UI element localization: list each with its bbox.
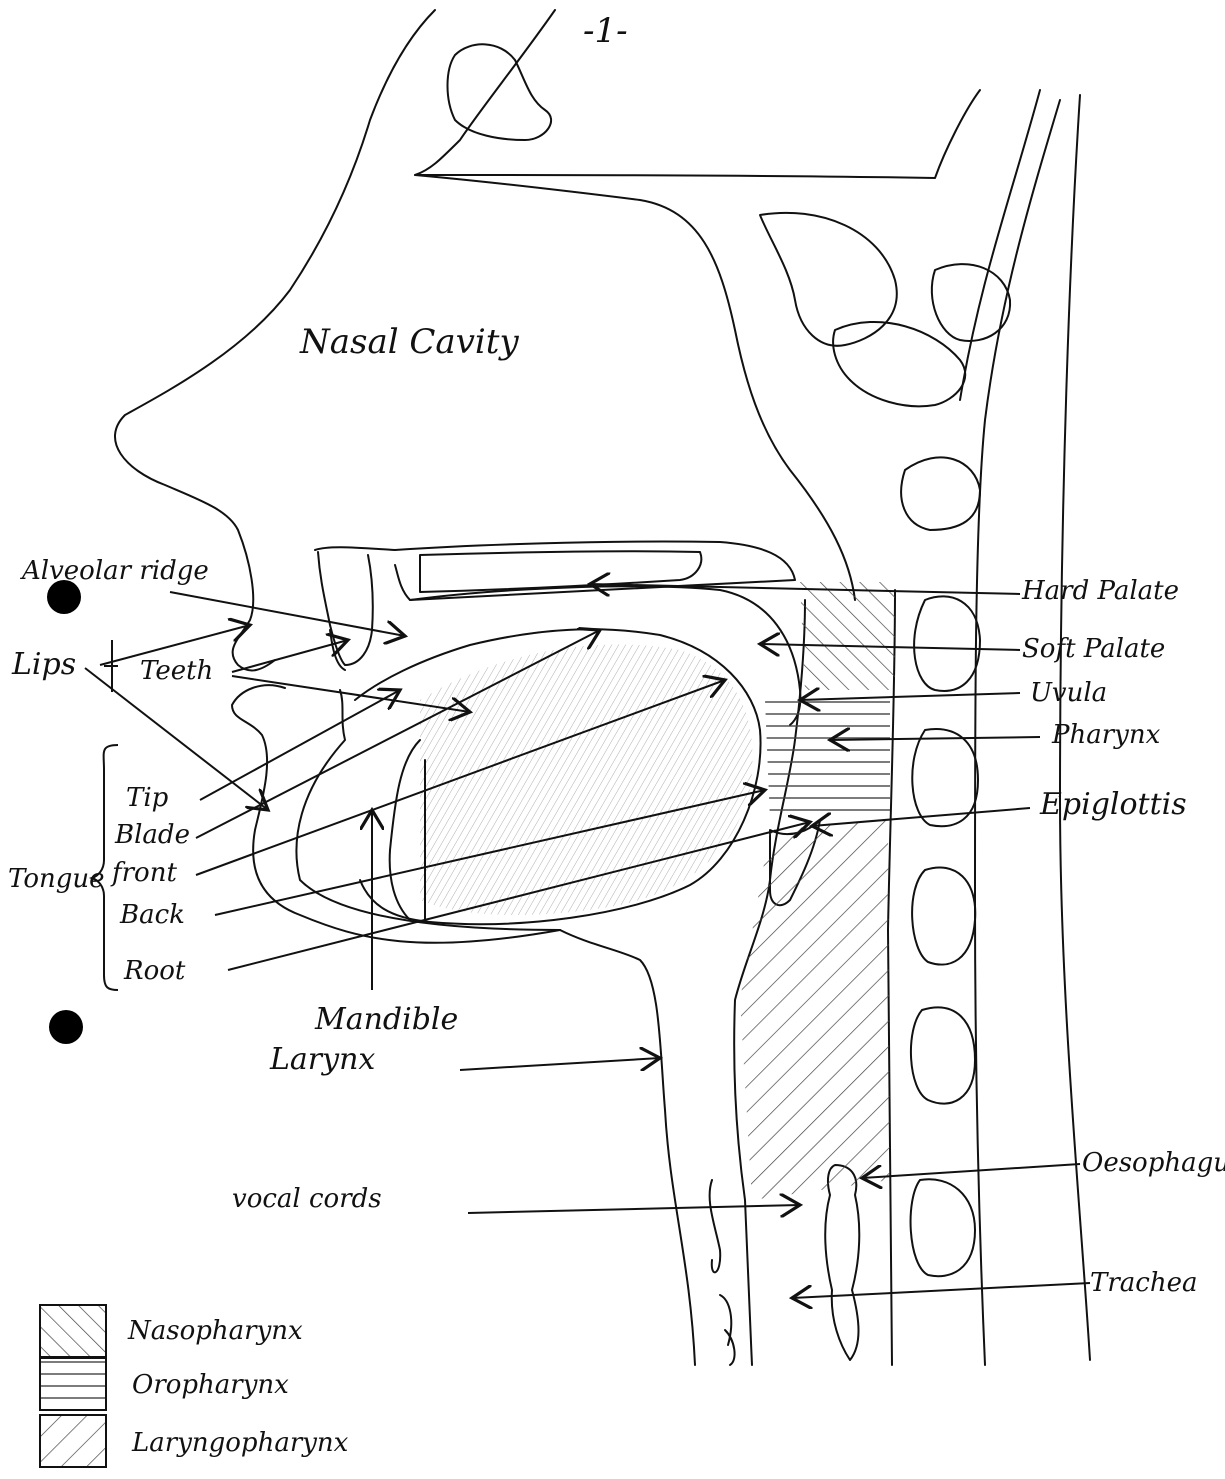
arrow-trachea	[792, 1283, 1090, 1298]
label-front: front	[112, 860, 177, 886]
arrow-teeth-upper	[232, 640, 348, 672]
legend-label-laryngopharynx: Laryngopharynx	[132, 1430, 348, 1456]
oesophagus-shape	[825, 1165, 859, 1360]
vertebra-3	[912, 729, 978, 826]
nasal-roof	[415, 10, 980, 178]
arrow-vocal-cords	[468, 1205, 800, 1213]
label-teeth: Teeth	[140, 658, 213, 684]
label-pharynx: Pharynx	[1052, 722, 1160, 748]
label-vocal-cords: vocal cords	[232, 1186, 382, 1212]
label-larynx: Larynx	[270, 1045, 375, 1075]
vertebra-5	[911, 1007, 975, 1103]
label-tongue: Tongue	[8, 866, 105, 892]
punch-hole-bottom	[49, 1010, 83, 1044]
legend-label-nasopharynx: Nasopharynx	[128, 1318, 303, 1344]
oropharynx-region	[765, 700, 890, 820]
label-trachea: Trachea	[1090, 1270, 1197, 1296]
arrow-uvula	[800, 693, 1020, 700]
arrow-larynx	[460, 1058, 660, 1070]
label-alveolar-ridge: Alveolar ridge	[22, 558, 209, 584]
spine-front	[975, 100, 1060, 1365]
vertebra-1	[901, 457, 980, 530]
vocal-cord-shape-1	[710, 1180, 721, 1272]
legend-swatch-laryngopharynx	[40, 1415, 106, 1467]
arrow-oesophagus	[862, 1164, 1080, 1178]
trachea-rings	[720, 1295, 735, 1365]
label-uvula: Uvula	[1030, 680, 1107, 706]
frontal-sinus	[448, 44, 552, 140]
label-back: Back	[120, 902, 185, 928]
mandible-outline	[390, 740, 425, 920]
larynx-front	[560, 930, 695, 1365]
arrow-alveolar-ridge	[170, 592, 405, 636]
label-root: Root	[124, 958, 185, 984]
label-hard-palate: Hard Palate	[1022, 578, 1179, 604]
label-lips: Lips	[12, 650, 76, 680]
vertebra-6	[911, 1179, 975, 1276]
label-oesophagus: Oesophagu	[1082, 1150, 1225, 1176]
label-tip: Tip	[126, 785, 168, 811]
label-epiglottis: Epiglottis	[1040, 790, 1187, 820]
upper-lip-gum	[318, 552, 373, 665]
turbinate-lower	[833, 322, 965, 406]
label-soft-palate: Soft Palate	[1022, 636, 1165, 662]
legend-swatch-oropharynx	[40, 1358, 106, 1410]
legend-swatch-nasopharynx	[40, 1305, 106, 1357]
nasopharynx-region	[800, 582, 895, 690]
turbinate-upper	[760, 213, 897, 346]
label-mandible: Mandible	[315, 1005, 458, 1035]
vertebra-2	[914, 596, 980, 691]
laryngopharynx-region	[740, 820, 890, 1200]
vertebra-4	[912, 867, 975, 964]
label-blade: Blade	[115, 822, 190, 848]
nasal-floor	[415, 175, 855, 600]
legend-label-oropharynx: Oropharynx	[132, 1372, 289, 1398]
page-number: -1-	[583, 14, 628, 48]
turbinate-small	[932, 264, 1010, 341]
tongue-fill	[420, 644, 752, 915]
label-nasal-cavity: Nasal Cavity	[300, 325, 519, 359]
spine-back	[960, 90, 1040, 400]
